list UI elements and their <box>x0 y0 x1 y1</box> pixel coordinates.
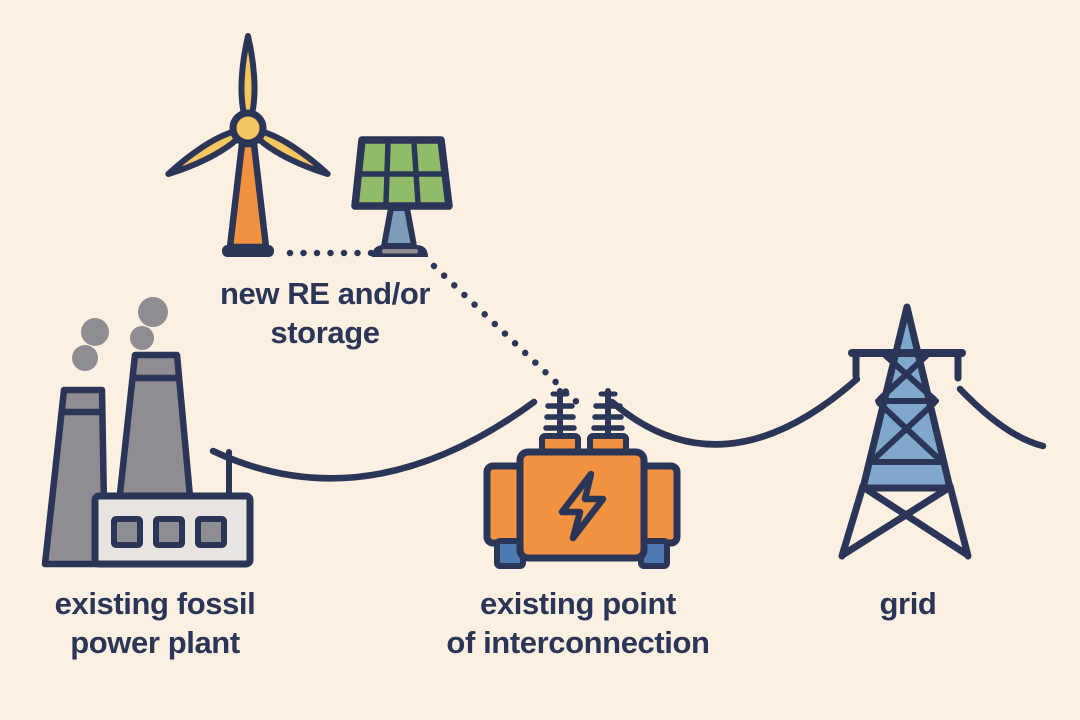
wire-interconnection-to-grid <box>608 375 861 448</box>
label-line: of interconnection <box>446 625 710 660</box>
wind-turbine-icon <box>165 33 331 257</box>
label-grid: grid <box>880 584 937 623</box>
label-line: storage <box>270 315 380 350</box>
label-fossil-plant: existing fossil power plant <box>55 584 256 662</box>
transformer-icon <box>483 388 681 569</box>
label-new-re-storage: new RE and/or storage <box>219 274 431 352</box>
smoke-puffs <box>72 297 168 371</box>
label-line: new RE and/or <box>219 276 431 311</box>
label-interconnection: existing point of interconnection <box>446 584 710 662</box>
power-plant-icon <box>41 297 254 568</box>
label-line: grid <box>879 586 937 621</box>
bushing-insulators <box>542 388 626 441</box>
label-line: existing point <box>480 586 676 621</box>
label-line: existing fossil <box>54 586 256 621</box>
solar-panel-icon <box>351 136 453 257</box>
dotted-connection-line <box>286 249 587 412</box>
label-line: power plant <box>70 625 240 660</box>
wire-grid-outgoing <box>956 385 1047 450</box>
wire-plant-to-interconnection <box>209 398 538 482</box>
transmission-tower-icon <box>838 303 972 560</box>
lightning-bolt-icon <box>558 470 607 542</box>
